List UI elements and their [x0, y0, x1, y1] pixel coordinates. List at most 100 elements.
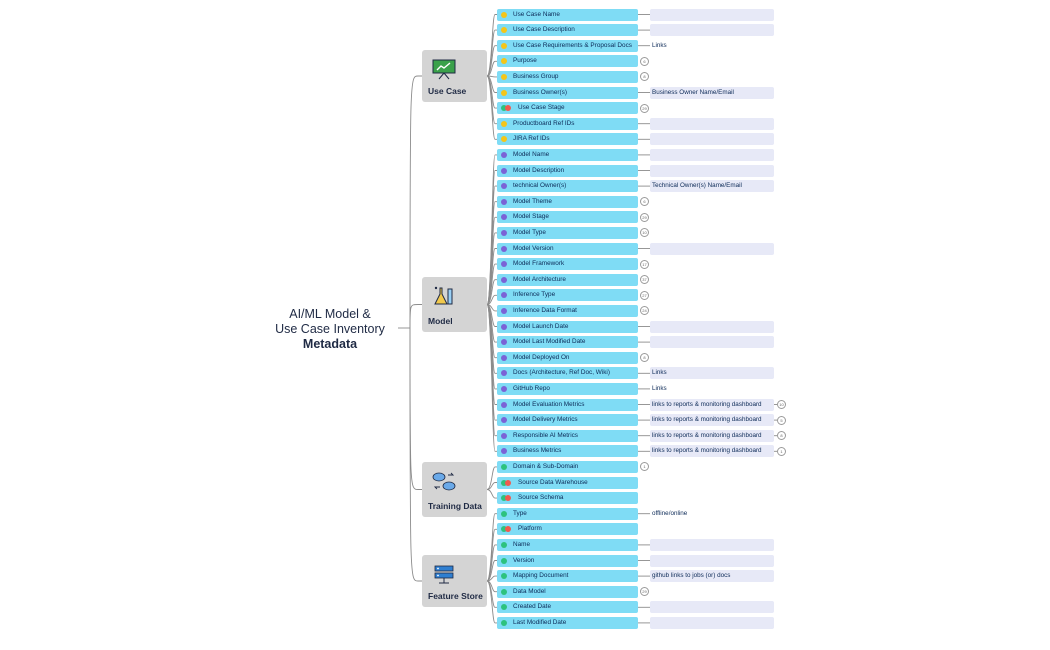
- node-model-framework[interactable]: Model Framework: [497, 258, 638, 271]
- priority-dot-icon: [501, 307, 507, 314]
- value-note[interactable]: links to reports & monitoring dashboard: [650, 398, 774, 411]
- node-model-theme[interactable]: Model Theme: [497, 195, 638, 208]
- node-inference-type[interactable]: Inference Type: [497, 289, 638, 302]
- value-note[interactable]: Links: [650, 367, 774, 380]
- value-note[interactable]: [650, 133, 774, 146]
- value-note[interactable]: [650, 601, 774, 614]
- value-note[interactable]: links to reports & monitoring dashboard: [650, 445, 774, 458]
- child-count-badge[interactable]: 6: [640, 197, 649, 207]
- node-docs-architecture-ref-doc-wiki[interactable]: Docs (Architecture, Ref Doc, Wiki): [497, 367, 638, 380]
- priority-dot-icon: [501, 604, 507, 611]
- category-training-data[interactable]: Training Data: [422, 462, 487, 517]
- node-platform[interactable]: Platform: [497, 523, 638, 536]
- node-model-delivery-metrics[interactable]: Model Delivery Metrics: [497, 414, 638, 427]
- node-model-name[interactable]: Model Name: [497, 148, 638, 161]
- node-model-description[interactable]: Model Description: [497, 164, 638, 177]
- value-note[interactable]: [650, 8, 774, 21]
- child-count-badge[interactable]: 24: [640, 306, 649, 316]
- value-note[interactable]: links to reports & monitoring dashboard: [650, 429, 774, 442]
- child-count-badge[interactable]: 6: [640, 56, 649, 66]
- node-type[interactable]: Type: [497, 507, 638, 520]
- node-version[interactable]: Version: [497, 554, 638, 567]
- value-note[interactable]: github links to jobs (or) docs: [650, 570, 774, 583]
- value-note[interactable]: [650, 117, 774, 130]
- value-note[interactable]: [650, 164, 774, 177]
- value-note-text: [650, 338, 652, 345]
- child-count-badge[interactable]: 8: [640, 72, 649, 82]
- child-count-badge[interactable]: 1: [777, 446, 786, 456]
- node-productboard-ref-ids[interactable]: Productboard Ref IDs: [497, 117, 638, 130]
- node-model-launch-date[interactable]: Model Launch Date: [497, 320, 638, 333]
- node-responsible-ai-metrics[interactable]: Responsible AI Metrics: [497, 429, 638, 442]
- value-note-text: links to reports & monitoring dashboard: [652, 400, 762, 408]
- child-count-badge[interactable]: 1: [640, 462, 649, 472]
- node-model-deployed-on[interactable]: Model Deployed On: [497, 351, 638, 364]
- child-count-badge[interactable]: 27: [640, 290, 649, 300]
- value-note[interactable]: links to reports & monitoring dashboard: [650, 414, 774, 427]
- node-label: Data Model: [513, 587, 546, 595]
- root-node[interactable]: AI/ML Model & Use Case Inventory Metadat…: [262, 307, 398, 352]
- node-use-case-requirements-proposal-docs[interactable]: Use Case Requirements & Proposal Docs: [497, 39, 638, 52]
- node-business-group[interactable]: Business Group: [497, 70, 638, 83]
- value-note[interactable]: Business Owner Name/Email: [650, 86, 774, 99]
- child-count-badge[interactable]: 10: [640, 228, 649, 238]
- node-model-stage[interactable]: Model Stage: [497, 211, 638, 224]
- node-label: Purpose: [513, 57, 537, 65]
- priority-dot-icon: [501, 214, 507, 221]
- value-note[interactable]: Technical Owner(s) Name/Email: [650, 180, 774, 193]
- node-model-architecture[interactable]: Model Architecture: [497, 273, 638, 286]
- child-count-badge[interactable]: 29: [640, 587, 649, 597]
- node-use-case-stage[interactable]: Use Case Stage: [497, 102, 638, 115]
- value-note[interactable]: offline/online: [650, 508, 687, 520]
- category-model[interactable]: Model: [422, 277, 487, 332]
- priority-dot-icon: [501, 276, 507, 283]
- value-note[interactable]: [650, 336, 774, 349]
- node-inference-data-format[interactable]: Inference Data Format: [497, 304, 638, 317]
- child-count-badge[interactable]: 8: [640, 353, 649, 363]
- node-jira-ref-ids[interactable]: JIRA Ref IDs: [497, 133, 638, 146]
- node-business-owner-s[interactable]: Business Owner(s): [497, 86, 638, 99]
- node-use-case-description[interactable]: Use Case Description: [497, 24, 638, 37]
- node-mapping-document[interactable]: Mapping Document: [497, 570, 638, 583]
- value-note-text: github links to jobs (or) docs: [652, 572, 731, 580]
- value-note[interactable]: [650, 538, 774, 551]
- value-note[interactable]: [650, 554, 774, 567]
- node-name[interactable]: Name: [497, 538, 638, 551]
- node-github-repo[interactable]: GitHub Repo: [497, 382, 638, 395]
- child-count-badge[interactable]: 29: [640, 212, 649, 222]
- node-domain-sub-domain[interactable]: Domain & Sub-Domain: [497, 460, 638, 473]
- value-note[interactable]: [650, 616, 774, 629]
- value-note[interactable]: [650, 242, 774, 255]
- value-note[interactable]: Links: [650, 40, 667, 52]
- node-model-type[interactable]: Model Type: [497, 226, 638, 239]
- child-count-badge[interactable]: 5: [777, 415, 786, 425]
- value-note[interactable]: Links: [650, 383, 667, 395]
- node-last-modified-date[interactable]: Last Modified Date: [497, 616, 638, 629]
- node-label: JIRA Ref IDs: [513, 135, 550, 143]
- node-business-metrics[interactable]: Business Metrics: [497, 445, 638, 458]
- node-technical-owner-s[interactable]: technical Owner(s): [497, 180, 638, 193]
- value-note-text: [650, 619, 652, 626]
- node-model-version[interactable]: Model Version: [497, 242, 638, 255]
- child-count-badge[interactable]: 8: [777, 431, 786, 441]
- category-use-case[interactable]: Use Case: [422, 50, 487, 102]
- category-feature-store[interactable]: Feature Store: [422, 555, 487, 607]
- node-source-data-warehouse[interactable]: Source Data Warehouse: [497, 476, 638, 489]
- node-source-schema[interactable]: Source Schema: [497, 492, 638, 505]
- value-note[interactable]: [650, 320, 774, 333]
- node-created-date[interactable]: Created Date: [497, 601, 638, 614]
- child-count-badge[interactable]: 29: [640, 103, 649, 113]
- priority-dot-icon: [501, 495, 507, 502]
- priority-dot-icon: [501, 417, 507, 424]
- priority-dot-icon: [501, 42, 507, 49]
- child-count-badge[interactable]: 17: [640, 259, 649, 269]
- child-count-badge[interactable]: 10: [777, 400, 786, 409]
- node-data-model[interactable]: Data Model: [497, 585, 638, 598]
- child-count-badge[interactable]: 37: [640, 275, 649, 285]
- value-note[interactable]: [650, 148, 774, 161]
- node-use-case-name[interactable]: Use Case Name: [497, 8, 638, 21]
- value-note[interactable]: [650, 24, 774, 37]
- node-model-last-modified-date[interactable]: Model Last Modified Date: [497, 336, 638, 349]
- node-purpose[interactable]: Purpose: [497, 55, 638, 68]
- node-model-evaluation-metrics[interactable]: Model Evaluation Metrics: [497, 398, 638, 411]
